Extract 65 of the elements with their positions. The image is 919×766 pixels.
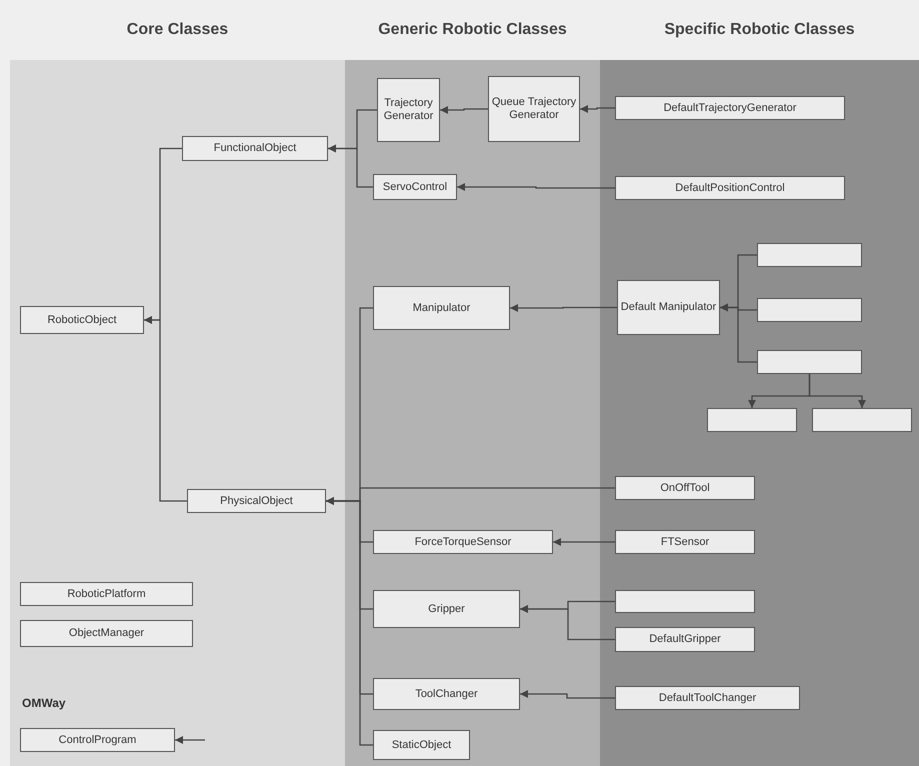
class-box bbox=[615, 530, 755, 554]
class-name: Trajectory Generator bbox=[382, 97, 434, 123]
class-name: DefaultGripper bbox=[648, 633, 722, 646]
class-box bbox=[187, 489, 326, 513]
class-box bbox=[615, 476, 755, 500]
class-name: Default Manipulator bbox=[620, 301, 718, 314]
class-box bbox=[707, 408, 797, 432]
class-box bbox=[20, 728, 175, 752]
inheritance-arrow bbox=[580, 105, 615, 113]
inheritance-arrow bbox=[326, 497, 373, 746]
class-box bbox=[20, 306, 144, 334]
class-name: DefaultToolChanger bbox=[658, 692, 758, 704]
class-name: DefaultPositionControl bbox=[674, 182, 786, 194]
class-name: ServoControl bbox=[382, 180, 448, 194]
class-name: DefaultTrajectoryGenerator bbox=[662, 102, 798, 114]
inheritance-arrow bbox=[808, 374, 866, 408]
class-box bbox=[373, 174, 457, 200]
class-name: ObjectManager bbox=[68, 627, 146, 640]
inheritance-arrow bbox=[520, 605, 615, 640]
class-box bbox=[20, 582, 193, 606]
class-box bbox=[615, 627, 755, 652]
column-heading: Generic Robotic Classes bbox=[377, 21, 568, 39]
class-name: ControlProgram bbox=[58, 734, 138, 746]
class-box bbox=[377, 78, 440, 142]
inheritance-arrow bbox=[144, 316, 187, 502]
class-box bbox=[615, 686, 800, 710]
class-box bbox=[373, 590, 520, 628]
class-name: ForceTorqueSensor bbox=[414, 536, 512, 548]
inheritance-arrow bbox=[520, 690, 615, 699]
class-box bbox=[757, 243, 862, 267]
class-name: Manipulator bbox=[412, 302, 472, 314]
class-box bbox=[182, 136, 328, 161]
inheritance-arrow bbox=[720, 304, 757, 363]
inheritance-arrow bbox=[457, 183, 615, 191]
class-box bbox=[757, 298, 862, 322]
class-name: FTSensor bbox=[660, 536, 710, 548]
class-box bbox=[488, 76, 580, 142]
class-box bbox=[373, 530, 553, 554]
class-box bbox=[615, 176, 845, 200]
column-heading: Specific Robotic Classes bbox=[663, 21, 856, 39]
class-box bbox=[812, 408, 912, 432]
class-box bbox=[617, 280, 720, 335]
class-box bbox=[373, 678, 520, 710]
class-name: Queue Trajectory Generator bbox=[490, 96, 578, 122]
class-name: StaticObject bbox=[390, 738, 452, 752]
class-box bbox=[20, 620, 193, 647]
class-name: PhysicalObject bbox=[219, 494, 294, 508]
note-text: OMWay bbox=[22, 696, 66, 710]
class-name: OnOffTool bbox=[659, 482, 711, 494]
class-name: RoboticObject bbox=[46, 314, 118, 326]
class-box bbox=[373, 286, 510, 330]
inheritance-arrow bbox=[328, 144, 373, 188]
inheritance-arrow bbox=[175, 736, 205, 744]
inheritance-arrow bbox=[440, 106, 488, 114]
column-heading: Core Classes bbox=[126, 21, 230, 39]
class-box bbox=[373, 730, 470, 760]
class-box bbox=[615, 96, 845, 120]
inheritance-arrow bbox=[510, 304, 617, 312]
inheritance-arrow bbox=[553, 538, 615, 546]
class-name: Gripper bbox=[427, 602, 466, 616]
class-name: RoboticPlatform bbox=[66, 588, 147, 600]
class-box bbox=[615, 590, 755, 613]
class-name: FunctionalObject bbox=[212, 142, 298, 155]
class-box bbox=[757, 350, 862, 374]
class-name: ToolChanger bbox=[414, 688, 479, 700]
